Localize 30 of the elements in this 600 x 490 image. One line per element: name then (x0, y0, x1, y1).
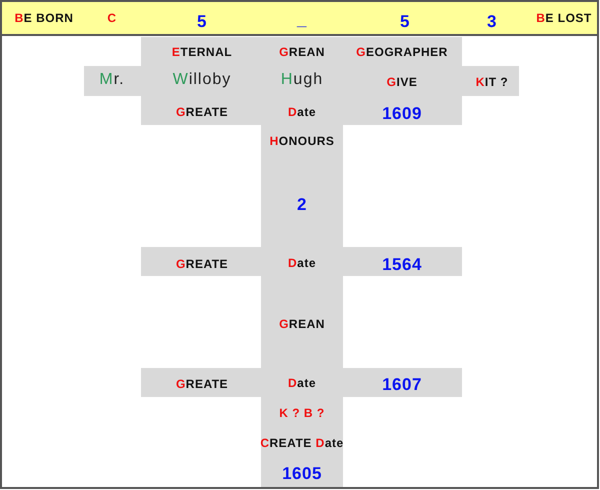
clue-word: GREATE (176, 257, 228, 271)
clue-word: KIT ? (476, 75, 508, 89)
clue-word: ETERNAL (172, 45, 232, 59)
name-word: Mr. (99, 71, 125, 89)
name-word: Hugh (280, 71, 324, 89)
clue-word: HONOURS (270, 134, 334, 148)
clue-word: Date (288, 256, 316, 270)
number-clue: 1564 (382, 255, 422, 275)
clue-word: CREATE Date (260, 436, 344, 450)
number-clue: 1609 (382, 104, 422, 124)
clue-word: GREATE (176, 105, 228, 119)
number-clue: 3 (487, 12, 497, 32)
number-clue: 5 (400, 12, 410, 32)
number-clue: _ (297, 10, 307, 30)
clue-word: Date (288, 376, 316, 390)
clue-word: C (107, 11, 117, 25)
clue-word: BE LOST (536, 11, 592, 25)
number-clue: 1607 (382, 375, 422, 395)
name-word: Willoby (172, 71, 232, 89)
clue-word: GREATE (176, 377, 228, 391)
clue-word: Date (288, 105, 316, 119)
clue-word: BE BORN (14, 11, 74, 25)
clue-word: GREAN (279, 317, 325, 331)
clue-word: K ? B ? (279, 406, 325, 420)
number-clue: 1605 (282, 464, 322, 484)
clue-word: GIVE (386, 75, 418, 89)
number-clue: 5 (197, 12, 207, 32)
clue-word: GREAN (279, 45, 325, 59)
number-clue: 2 (297, 195, 307, 215)
clue-word: GEOGRAPHER (356, 45, 448, 59)
